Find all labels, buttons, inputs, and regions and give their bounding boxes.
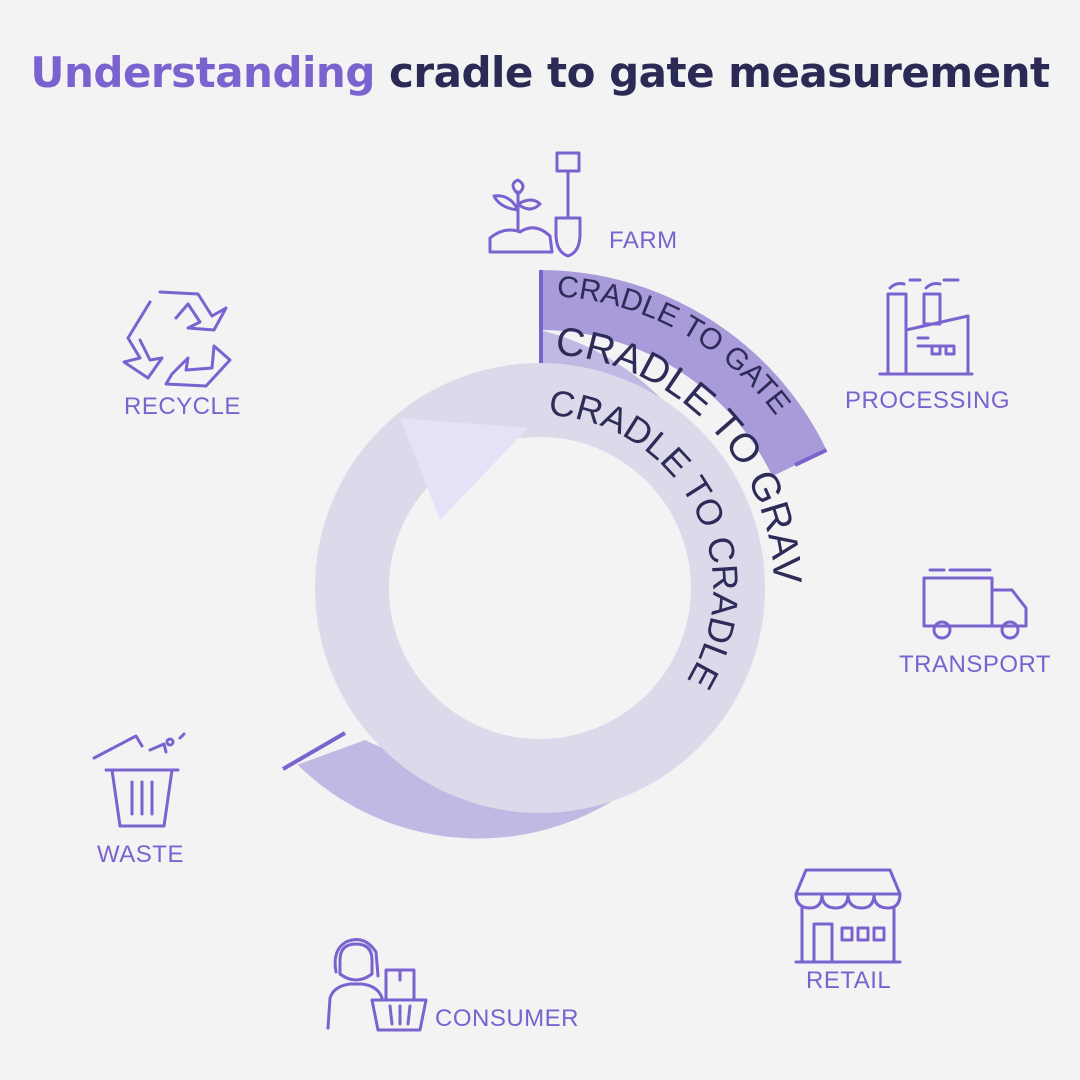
trash-bin-icon <box>92 732 186 828</box>
consumer-icon <box>326 938 428 1032</box>
factory-icon <box>878 278 974 376</box>
ring-gate-edge-right <box>794 448 828 467</box>
title-rest: cradle to gate measurement <box>389 48 1050 97</box>
title-accent: Understanding <box>30 48 375 97</box>
ring-center <box>389 437 691 739</box>
stage-transport: TRANSPORT <box>899 651 1051 678</box>
arrow-head <box>400 418 528 520</box>
ring-cradle <box>315 363 765 813</box>
stage-consumer: CONSUMER <box>435 1005 579 1032</box>
page-title: Understanding cradle to gate measurement <box>0 48 1080 97</box>
stage-recycle: RECYCLE <box>124 393 241 420</box>
ring-grave-edge <box>281 731 347 771</box>
store-icon <box>794 868 902 964</box>
recycle-icon <box>122 290 232 388</box>
stage-farm: FARM <box>609 227 678 254</box>
stage-waste: WASTE <box>97 841 184 868</box>
stage-retail: RETAIL <box>806 967 891 994</box>
farm-icon <box>488 151 582 258</box>
stage-processing: PROCESSING <box>845 387 1010 414</box>
ring-gate <box>540 270 827 477</box>
truck-icon <box>922 568 1028 640</box>
